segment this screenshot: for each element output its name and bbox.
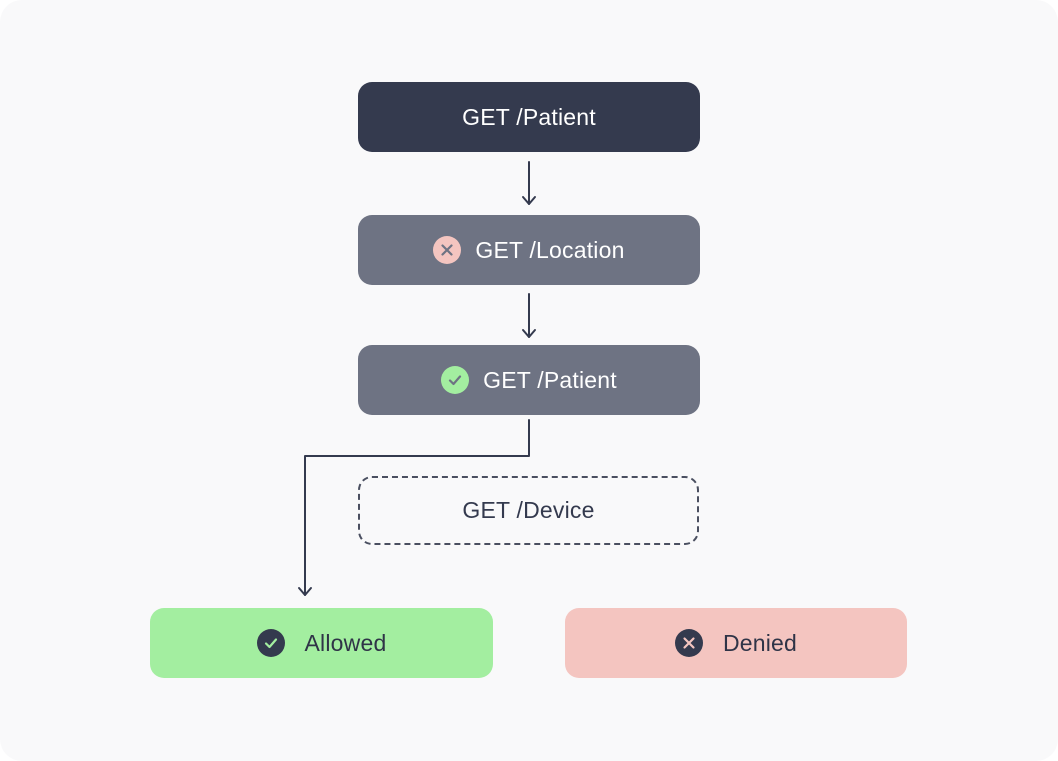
x-circle-icon	[433, 236, 462, 264]
node-label: GET /Device	[462, 497, 595, 523]
outcome-denied: Denied	[565, 608, 907, 678]
outcome-label: Denied	[722, 629, 798, 656]
node-label: GET /Patient	[462, 103, 596, 130]
x-circle-icon	[674, 629, 703, 657]
outcome-allowed: Allowed	[150, 608, 493, 678]
arrow-patient-to-location	[522, 161, 536, 205]
node-label: GET /Location	[475, 236, 625, 263]
outcome-label: Allowed	[304, 629, 387, 656]
arrow-patient-to-allowed	[298, 419, 530, 596]
check-circle-icon	[441, 366, 470, 394]
check-circle-icon	[256, 629, 285, 657]
node-check-device: GET /Device	[358, 476, 699, 545]
node-request-patient: GET /Patient	[358, 82, 700, 152]
node-check-location: GET /Location	[358, 215, 700, 285]
node-label: GET /Patient	[483, 366, 617, 393]
arrow-location-to-patient	[522, 293, 536, 338]
node-check-patient: GET /Patient	[358, 345, 700, 415]
